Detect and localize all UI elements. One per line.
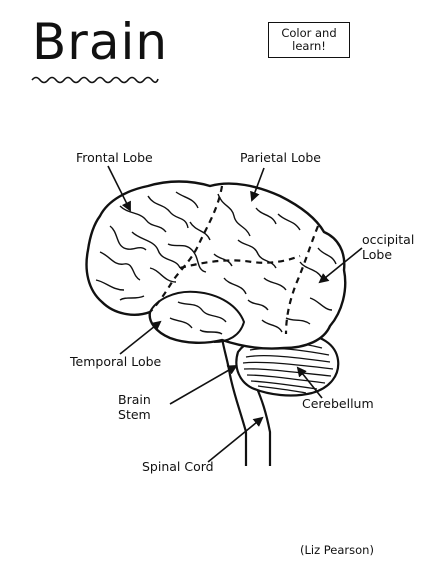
arrow-parietal-lobe — [250, 167, 265, 202]
arrow-frontal-lobe — [107, 165, 131, 212]
author-credit: (Liz Pearson) — [300, 543, 374, 557]
label-brain-stem-line2: Stem — [118, 407, 151, 422]
label-frontal-lobe: Frontal Lobe — [76, 150, 153, 165]
arrow-occipital-lobe — [318, 247, 363, 284]
cerebrum-shape — [85, 180, 347, 350]
label-brain-stem: Brain Stem — [118, 392, 151, 422]
label-parietal-lobe: Parietal Lobe — [240, 150, 321, 165]
label-occipital-lobe: occipital Lobe — [362, 232, 414, 262]
badge-text: Color and learn! — [281, 26, 337, 53]
label-spinal-cord: Spinal Cord — [142, 459, 214, 474]
label-brain-stem-line1: Brain — [118, 392, 151, 407]
arrow-brain-stem — [169, 365, 238, 405]
arrow-temporal-lobe — [119, 320, 162, 355]
arrow-cerebellum — [296, 366, 323, 399]
label-cerebellum: Cerebellum — [302, 396, 374, 411]
label-temporal-lobe: Temporal Lobe — [70, 354, 162, 369]
label-occipital-line1: occipital — [362, 232, 415, 247]
label-occipital-line2: Lobe — [362, 247, 393, 262]
label-arrows — [107, 165, 363, 463]
color-and-learn-badge: Color and learn! — [268, 22, 350, 58]
page-title: Brain — [32, 13, 169, 71]
arrow-spinal-cord — [207, 416, 264, 463]
title-squiggle-underline — [31, 76, 159, 84]
